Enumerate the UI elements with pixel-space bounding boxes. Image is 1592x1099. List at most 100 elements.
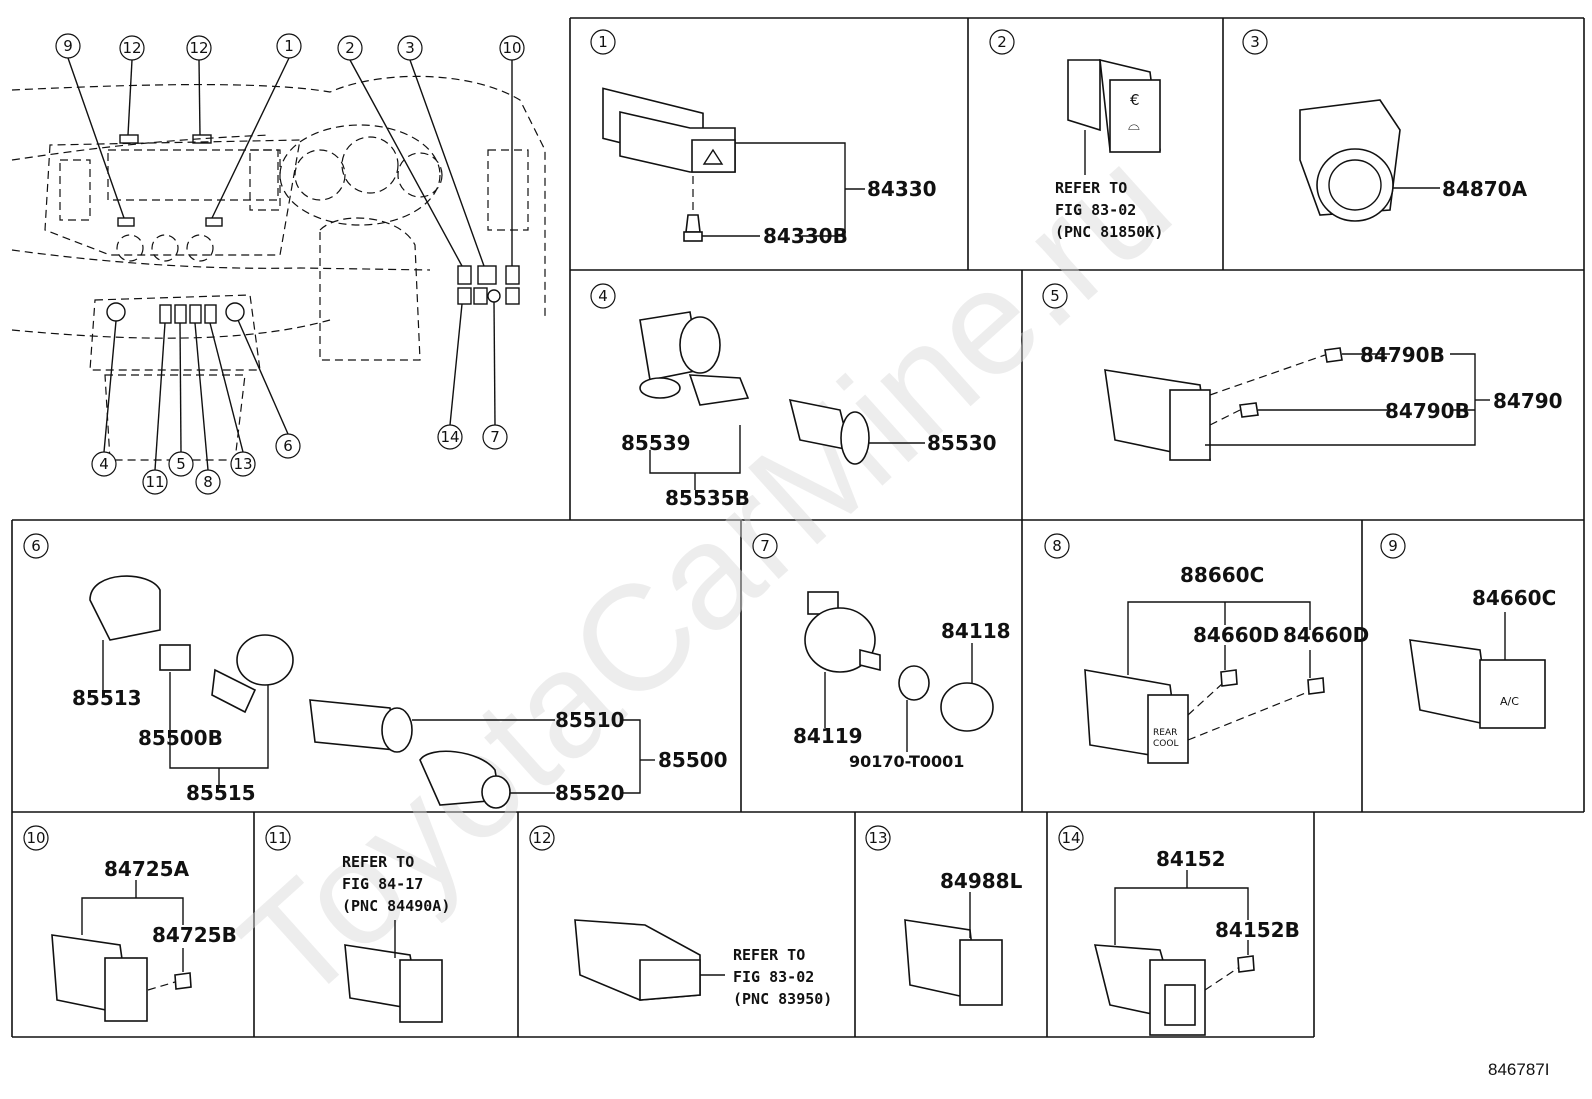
overview-callout-9: 9: [55, 33, 81, 59]
panel-grid: [11, 17, 1585, 1038]
svg-text:2: 2: [345, 39, 355, 57]
part-85500: 85500: [658, 748, 728, 772]
svg-text:11: 11: [145, 473, 164, 491]
svg-text:⌓: ⌓: [1128, 116, 1140, 134]
refer-12-line-3: (PNC 83950): [733, 990, 832, 1008]
refer-line-2: FIG 83-02: [1055, 201, 1136, 219]
part-84330b: 84330B: [763, 224, 848, 248]
part-85515: 85515: [186, 781, 256, 805]
svg-text:5: 5: [176, 455, 186, 473]
svg-text:12: 12: [122, 39, 141, 57]
svg-text:€: €: [1130, 91, 1140, 109]
svg-text:9: 9: [1388, 537, 1398, 555]
panel-3: 84870A: [1299, 99, 1528, 222]
refer-12-line-2: FIG 83-02: [733, 968, 814, 986]
overview-callout-13: 13: [230, 451, 256, 477]
svg-text:8: 8: [1052, 537, 1062, 555]
svg-text:4: 4: [99, 455, 109, 473]
svg-text:6: 6: [283, 437, 293, 455]
panel-index-5: 5: [1042, 283, 1068, 309]
ac-label: A/C: [1500, 695, 1519, 708]
part-84870a: 84870A: [1442, 177, 1528, 201]
panel-index-7: 7: [752, 533, 778, 559]
part-84660c: 84660C: [1472, 586, 1556, 610]
panel-12: REFER TO FIG 83-02 (PNC 83950): [574, 919, 832, 1008]
panel-11: REFER TO FIG 84-17 (PNC 84490A): [342, 853, 450, 1023]
svg-text:3: 3: [405, 39, 415, 57]
refer-11-line-2: FIG 84-17: [342, 875, 423, 893]
part-84725a: 84725A: [104, 857, 190, 881]
panel-index-1: 1: [590, 29, 616, 55]
part-84660d-2: 84660D: [1283, 623, 1369, 647]
part-85530: 85530: [927, 431, 997, 455]
panel-14: 84152 84152B: [1093, 847, 1300, 1036]
part-85520: 85520: [555, 781, 625, 805]
overview-callout-4: 4: [91, 451, 117, 477]
refer-12-line-1: REFER TO: [733, 946, 805, 964]
part-90170-t0001: 90170-T0001: [849, 752, 964, 771]
svg-text:13: 13: [868, 829, 887, 847]
svg-text:4: 4: [598, 287, 608, 305]
panel-9: A/C 84660C: [1409, 586, 1556, 729]
overview-callout-2: 2: [337, 35, 363, 61]
refer-line-1: REFER TO: [1055, 179, 1127, 197]
svg-text:3: 3: [1250, 33, 1260, 51]
svg-text:14: 14: [440, 428, 459, 446]
svg-text:7: 7: [490, 428, 500, 446]
panel-index-12: 12: [529, 825, 555, 851]
panel-index-14: 14: [1058, 825, 1084, 851]
refer-11-line-1: REFER TO: [342, 853, 414, 871]
svg-text:2: 2: [997, 33, 1007, 51]
dashboard-overview: [11, 57, 546, 471]
panel-13: 84988L: [904, 869, 1023, 1006]
part-84660d-1: 84660D: [1193, 623, 1279, 647]
svg-text:7: 7: [760, 537, 770, 555]
part-84152: 84152: [1156, 847, 1226, 871]
part-84330: 84330: [867, 177, 937, 201]
part-84790b-1: 84790B: [1360, 343, 1445, 367]
panel-4: 85539 85530 85535B: [621, 311, 997, 510]
svg-text:14: 14: [1061, 829, 1080, 847]
figure-code: 846787I: [1488, 1060, 1549, 1079]
svg-text:12: 12: [189, 39, 208, 57]
overview-callout-10: 10: [499, 35, 525, 61]
rear-cool-label-2: COOL: [1153, 739, 1178, 749]
part-85539: 85539: [621, 431, 691, 455]
part-85510: 85510: [555, 708, 625, 732]
part-84988l: 84988L: [940, 869, 1023, 893]
part-84152b: 84152B: [1215, 918, 1300, 942]
panel-2: € ⌓ REFER TO FIG 83-02 (PNC 81850K): [1055, 58, 1163, 241]
svg-text:5: 5: [1050, 287, 1060, 305]
panel-index-11: 11: [265, 825, 291, 851]
part-84725b: 84725B: [152, 923, 237, 947]
svg-text:10: 10: [26, 829, 45, 847]
panel-1: 84330 84330B: [602, 87, 937, 248]
svg-text:6: 6: [31, 537, 41, 555]
svg-text:9: 9: [63, 37, 73, 55]
part-84118: 84118: [941, 619, 1011, 643]
part-88660c: 88660C: [1180, 563, 1264, 587]
panel-5: 84790B 84790B 84790: [1104, 343, 1563, 462]
overview-callout-14: 14: [437, 424, 463, 450]
overview-callout-12: 12: [119, 35, 145, 61]
part-84119: 84119: [793, 724, 863, 748]
panel-index-10: 10: [23, 825, 49, 851]
overview-callout-11: 11: [142, 469, 168, 495]
panel-7: 84118 84119 90170-T0001: [793, 591, 1011, 771]
overview-callout-1: 1: [276, 33, 302, 59]
panel-index-4: 4: [590, 283, 616, 309]
overview-callout-7: 7: [482, 424, 508, 450]
svg-text:1: 1: [598, 33, 608, 51]
part-85500b: 85500B: [138, 726, 223, 750]
svg-text:12: 12: [532, 829, 551, 847]
overview-callout-3: 3: [397, 35, 423, 61]
overview-callout-6: 6: [275, 433, 301, 459]
panel-index-13: 13: [865, 825, 891, 851]
panel-index-8: 8: [1044, 533, 1070, 559]
svg-text:11: 11: [268, 829, 287, 847]
overview-callout-5: 5: [168, 451, 194, 477]
panel-index-6: 6: [23, 533, 49, 559]
